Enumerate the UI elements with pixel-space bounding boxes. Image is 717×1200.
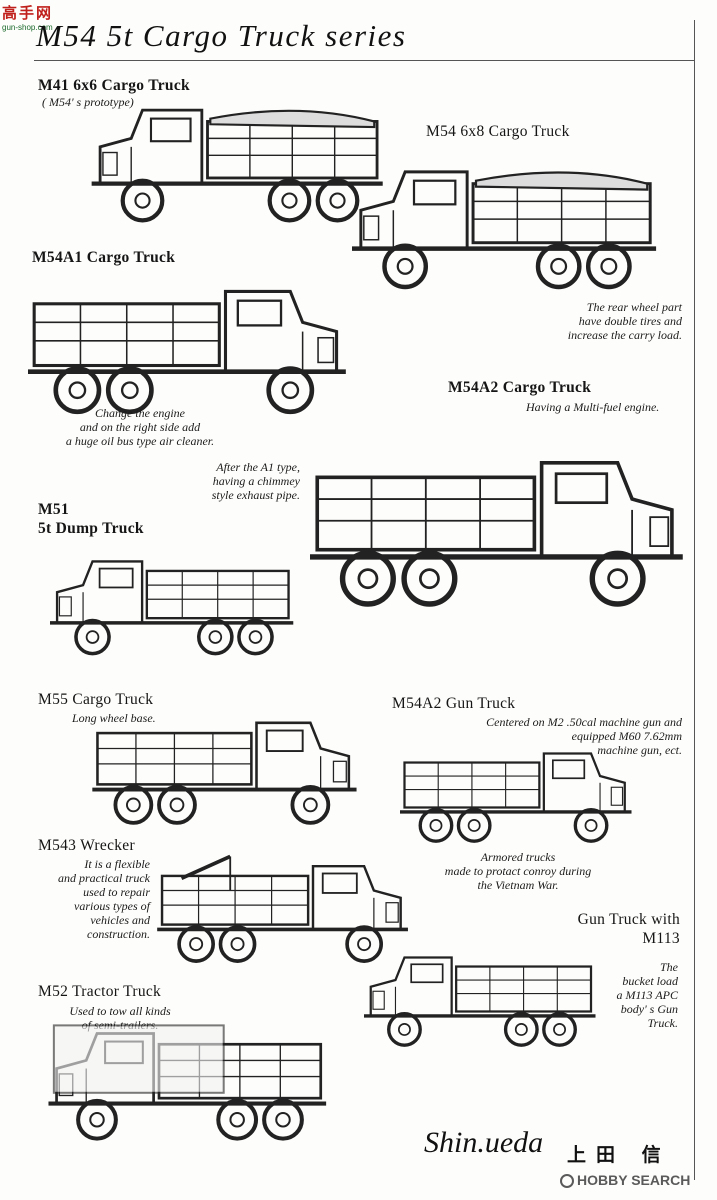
note-m54a2-exhaust: After the A1 type, having a chimmey styl… [211, 460, 300, 502]
note-m54a2-armored: Armored trucks made to protact conroy du… [444, 850, 592, 892]
note-m543: It is a flexible and practical truck use… [58, 857, 150, 941]
truck-m52-drawing [40, 1020, 340, 1144]
note-m54a2-gun: Centered on M2 .50cal machine gun and eq… [486, 715, 682, 757]
label-m52: M52 Tractor Truck [38, 983, 162, 1000]
site-logo-url: gun-shop.com [2, 23, 53, 32]
frame-right-rule [694, 20, 695, 1180]
site-logo-text: 高手网 [2, 4, 54, 22]
truck-m54a1-drawing [28, 276, 352, 418]
truck-m54-drawing [352, 150, 662, 300]
note-m54a2: Having a Multi-fuel engine. [526, 400, 660, 414]
frame-top-rule [34, 60, 694, 61]
truck-gun-m113-drawing [364, 928, 600, 1068]
signature-kanji: 上田 信 [567, 1144, 671, 1166]
label-gun-truck-m113: Gun Truck with M113 [577, 911, 680, 947]
note-m54a1: Change the engine and on the right side … [65, 406, 215, 448]
truck-m55-drawing [92, 710, 362, 828]
note-m55: Long wheel base. [72, 711, 156, 725]
label-m55: M55 Cargo Truck [38, 691, 154, 708]
truck-m41-drawing [90, 96, 390, 226]
note-m41: ( M54' s prototype) [42, 95, 134, 109]
watermark-text: HOBBY SEARCH [577, 1172, 691, 1188]
truck-m543-drawing [150, 854, 420, 966]
watermark: HOBBY SEARCH [560, 1172, 690, 1188]
label-m41: M41 6x6 Cargo Truck [38, 77, 190, 94]
label-m54a2: M54A2 Cargo Truck [448, 379, 592, 396]
truck-m51-drawing [50, 534, 298, 674]
label-m543: M543 Wrecker [38, 837, 135, 854]
site-logo: 高手网 gun-shop.com [2, 2, 66, 46]
truck-m54a2-drawing [310, 410, 690, 646]
note-gun-truck-m113: The bucket load a M113 APC body' s Gun T… [616, 960, 678, 1030]
label-m51: M51 5t Dump Truck [38, 501, 144, 537]
signature-graphic: Shin.ueda [424, 1126, 543, 1159]
label-m54a1: M54A1 Cargo Truck [32, 249, 176, 266]
label-m54a2-gun: M54A2 Gun Truck [392, 695, 516, 712]
truck-m54a2-gun-drawing [400, 730, 636, 858]
signature-text: Shin.ueda [424, 1126, 543, 1159]
hobby-search-logo-icon [560, 1174, 574, 1188]
page-title: M54 5t Cargo Truck series [36, 18, 407, 53]
label-m54: M54 6x8 Cargo Truck [426, 123, 570, 140]
note-m54: The rear wheel part have double tires an… [567, 300, 682, 342]
